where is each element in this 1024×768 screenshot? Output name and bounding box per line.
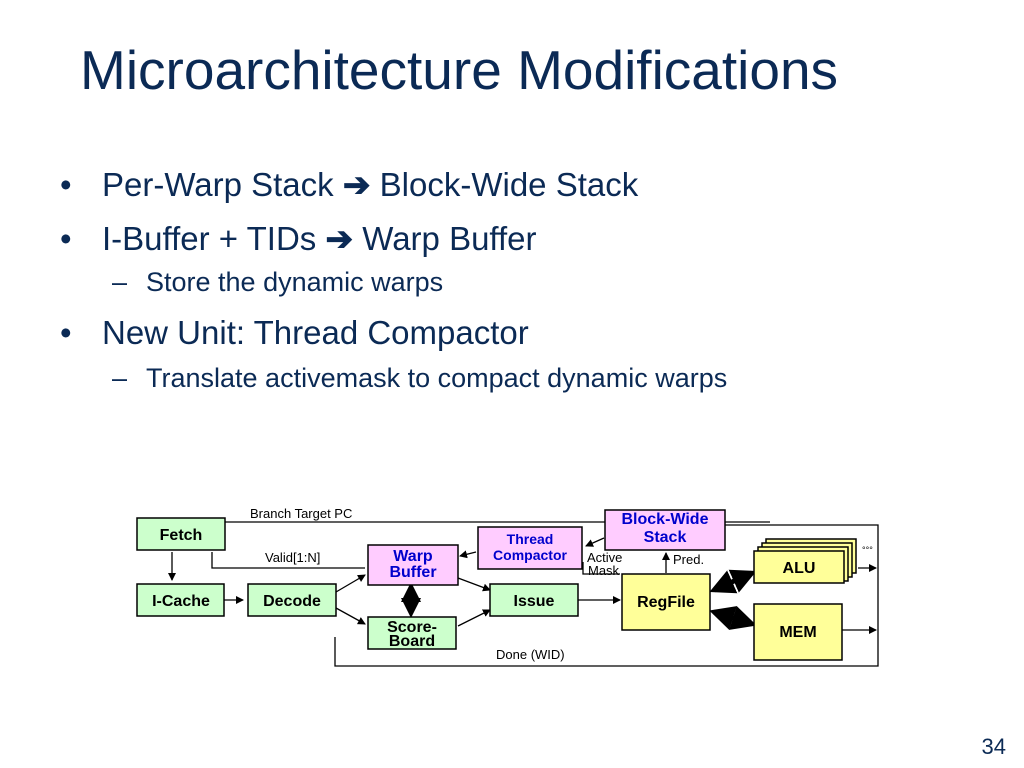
block-wide-stack-block: Block-Wide Stack <box>604 509 726 551</box>
bullet-item: • New Unit: Thread Compactor <box>60 313 1000 361</box>
valid-label: Valid[1:N] <box>265 550 320 565</box>
bullet-text: I-Buffer + TIDs <box>102 220 326 257</box>
right-arrow-icon: ➔ <box>342 166 371 203</box>
warp-buffer-block: Warp Buffer <box>367 544 459 586</box>
bullet-list: • Per-Warp Stack ➔ Block-Wide Stack • I-… <box>60 165 1000 407</box>
svg-text:Issue: Issue <box>514 593 555 610</box>
svg-text:ALU: ALU <box>783 560 816 577</box>
thread-compactor-block: Thread Compactor <box>477 526 583 570</box>
bullet-dot: • <box>60 314 72 351</box>
bullet-item: • Per-Warp Stack ➔ Block-Wide Stack <box>60 165 1000 219</box>
svg-text:MEM: MEM <box>779 624 816 641</box>
scoreboard-to-issue-arrow <box>457 609 491 627</box>
right-arrow-icon: ➔ <box>325 220 354 257</box>
bullet-text: Block-Wide Stack <box>370 166 639 203</box>
page-number: 34 <box>981 734 1006 759</box>
svg-text:Compactor: Compactor <box>493 547 567 563</box>
sub-bullet-text: Translate activemask to compact dynamic … <box>146 363 728 393</box>
svg-text:Score-: Score- <box>387 619 437 636</box>
mem-block: MEM <box>753 603 843 661</box>
svg-text:Decode: Decode <box>263 593 321 610</box>
regfile-block: RegFile <box>621 573 711 631</box>
svg-text:RegFile: RegFile <box>637 594 695 611</box>
sub-bullet-item: – Store the dynamic warps <box>60 265 1000 313</box>
svg-text:Warp: Warp <box>393 548 433 565</box>
branch-target-pc-label: Branch Target PC <box>250 506 352 521</box>
done-label: Done (WID) <box>496 647 565 662</box>
pred-label: Pred. <box>673 552 704 567</box>
bullet-dot: • <box>60 220 72 257</box>
active-mask-line <box>582 562 620 575</box>
valid-line <box>211 552 365 569</box>
active-mask-label: Active <box>587 550 622 565</box>
svg-text:I-Cache: I-Cache <box>152 593 210 610</box>
alu-block-stack: ALU °°° <box>753 538 873 584</box>
decode-block: Decode <box>247 583 337 617</box>
bullet-text: New Unit: Thread Compactor <box>102 314 529 351</box>
scoreboard-block: Score- Board <box>367 616 457 650</box>
sub-bullet-item: – Translate activemask to compact dynami… <box>60 361 1000 407</box>
svg-text:Buffer: Buffer <box>389 564 436 581</box>
svg-text:Fetch: Fetch <box>160 527 203 544</box>
bullet-dot: • <box>60 166 72 203</box>
svg-text:Block-Wide: Block-Wide <box>622 511 709 528</box>
issue-block: Issue <box>489 583 579 617</box>
svg-text:Board: Board <box>389 633 435 650</box>
stack-to-compactor-arrow <box>585 537 605 547</box>
fetch-block: Fetch <box>136 517 226 551</box>
done-feedback-line <box>334 524 879 667</box>
sub-bullet-dash: – <box>112 363 128 393</box>
bullet-text: Per-Warp Stack <box>102 166 343 203</box>
decode-to-scoreboard-arrow <box>335 607 366 625</box>
icache-block: I-Cache <box>136 583 225 617</box>
svg-text:Thread: Thread <box>507 531 554 547</box>
decode-to-warp-buffer-arrow <box>335 574 366 593</box>
active-mask-label: Mask <box>588 563 620 578</box>
svg-text:Stack: Stack <box>644 529 687 546</box>
bullet-text: Warp Buffer <box>353 220 537 257</box>
compactor-to-warp-buffer-arrow <box>459 550 477 559</box>
regfile-mem-arrow <box>709 606 757 630</box>
sub-bullet-dash: – <box>112 267 128 297</box>
svg-text:°°°: °°° <box>862 545 873 555</box>
warp-buffer-to-issue-arrow <box>457 577 491 592</box>
regfile-alu-arrow <box>709 569 757 594</box>
bullet-item: • I-Buffer + TIDs ➔ Warp Buffer <box>60 219 1000 265</box>
sub-bullet-text: Store the dynamic warps <box>146 267 444 297</box>
slide-title: Microarchitecture Modifications <box>80 39 839 101</box>
